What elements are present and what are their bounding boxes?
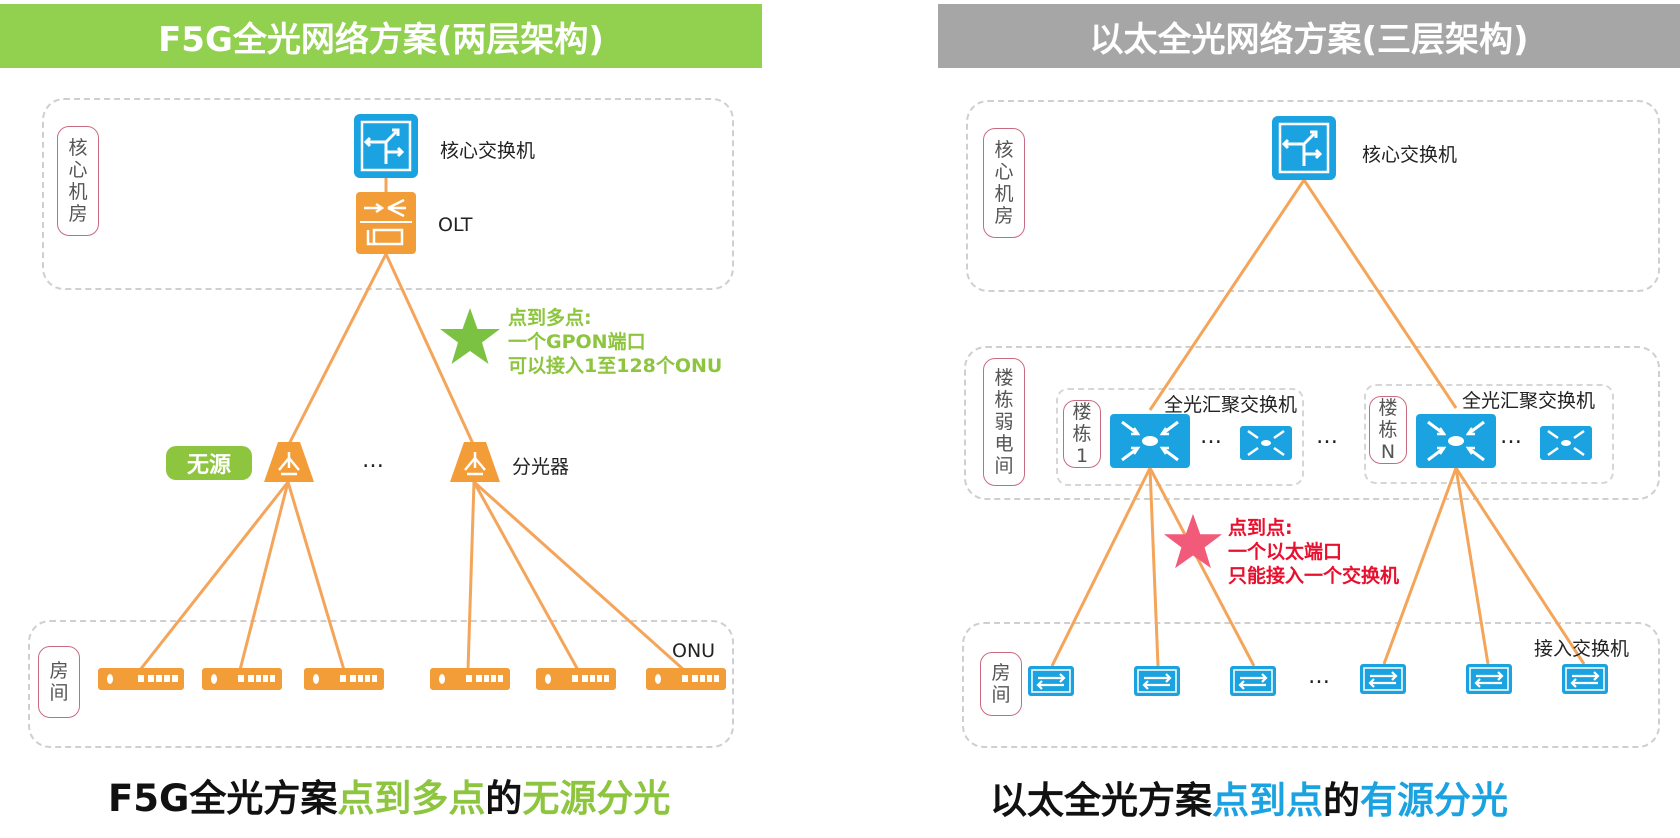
access-switch-icon-6 [1562,664,1608,694]
left-title-banner: F5G全光网络方案(两层架构) [0,4,762,68]
left-room-zone-label: 房间 [38,646,80,718]
agg-switch-icon-n [1416,414,1496,468]
star-icon-green [440,308,500,364]
star-icon-pink [1163,513,1223,569]
left-title: F5G全光网络方案(两层架构) [158,19,604,60]
onu-icon-1 [98,668,184,690]
splitter-icon-1 [264,442,314,482]
olt-label: OLT [438,214,473,236]
splitter-label: 分光器 [512,456,570,478]
buildingN-zone [1364,384,1614,484]
left-note: 点到多点: 一个GPON端口 可以接入1至128个ONU [508,307,723,377]
splitter-icon-2 [450,442,500,482]
right-core-zone [966,100,1660,292]
onu-icon-3 [304,668,384,690]
core-switch-icon [354,114,418,178]
access-switch-label: 接入交换机 [1534,638,1630,660]
right-bottom-caption: 以太全光方案点到点的有源分光 [990,779,1508,822]
right-core-switch-icon [1272,116,1336,180]
access-switch-icon-1 [1028,666,1074,696]
left-core-zone-label: 核心机房 [57,126,99,236]
left-core-zone [42,98,734,290]
agg-switch-icon-1b [1240,426,1292,460]
access-switch-icon-3 [1230,666,1276,696]
agg1-ellipsis: … [1200,424,1224,449]
access-switch-icon-2 [1134,666,1180,696]
access-switch-icon-4 [1360,664,1406,694]
access-ellipsis: … [1308,664,1332,689]
aggN-ellipsis: … [1500,424,1524,449]
access-switch-icon-5 [1466,664,1512,694]
left-bottom-caption: F5G全光方案点到多点的无源分光 [108,777,671,820]
onu-icon-6 [646,668,726,690]
left-room-zone [28,620,734,748]
right-building-zone [964,346,1660,500]
right-core-zone-label: 核心机房 [983,128,1025,238]
right-room-zone [962,622,1660,748]
right-note: 点到点: 一个以太端口 只能接入一个交换机 [1228,517,1400,587]
building1-label: 楼栋1 [1063,400,1101,468]
right-room-zone-label: 房间 [980,652,1022,716]
onu-label: ONU [672,640,716,662]
onu-icon-4 [430,668,510,690]
right-title-banner: 以太全光网络方案(三层架构) [938,4,1680,68]
onu-icon-5 [536,668,616,690]
olt-icon [356,192,416,254]
agg-switch-label-2: 全光汇聚交换机 [1462,390,1596,412]
right-core-switch-label: 核心交换机 [1362,144,1458,166]
right-building-zone-label: 楼栋弱电间 [983,358,1025,486]
left-core-switch-label: 核心交换机 [440,140,536,162]
passive-badge: 无源 [166,446,252,480]
left-splitter-ellipsis: … [362,448,386,473]
building-ellipsis: … [1316,424,1340,449]
agg-switch-icon-1 [1110,414,1190,468]
agg-switch-icon-nb [1540,426,1592,460]
building1-zone [1056,388,1304,486]
onu-icon-2 [202,668,282,690]
buildingN-label: 楼栋N [1369,396,1407,464]
right-title: 以太全光网络方案(三层架构) [1089,19,1529,60]
agg-switch-label-1: 全光汇聚交换机 [1164,394,1298,416]
